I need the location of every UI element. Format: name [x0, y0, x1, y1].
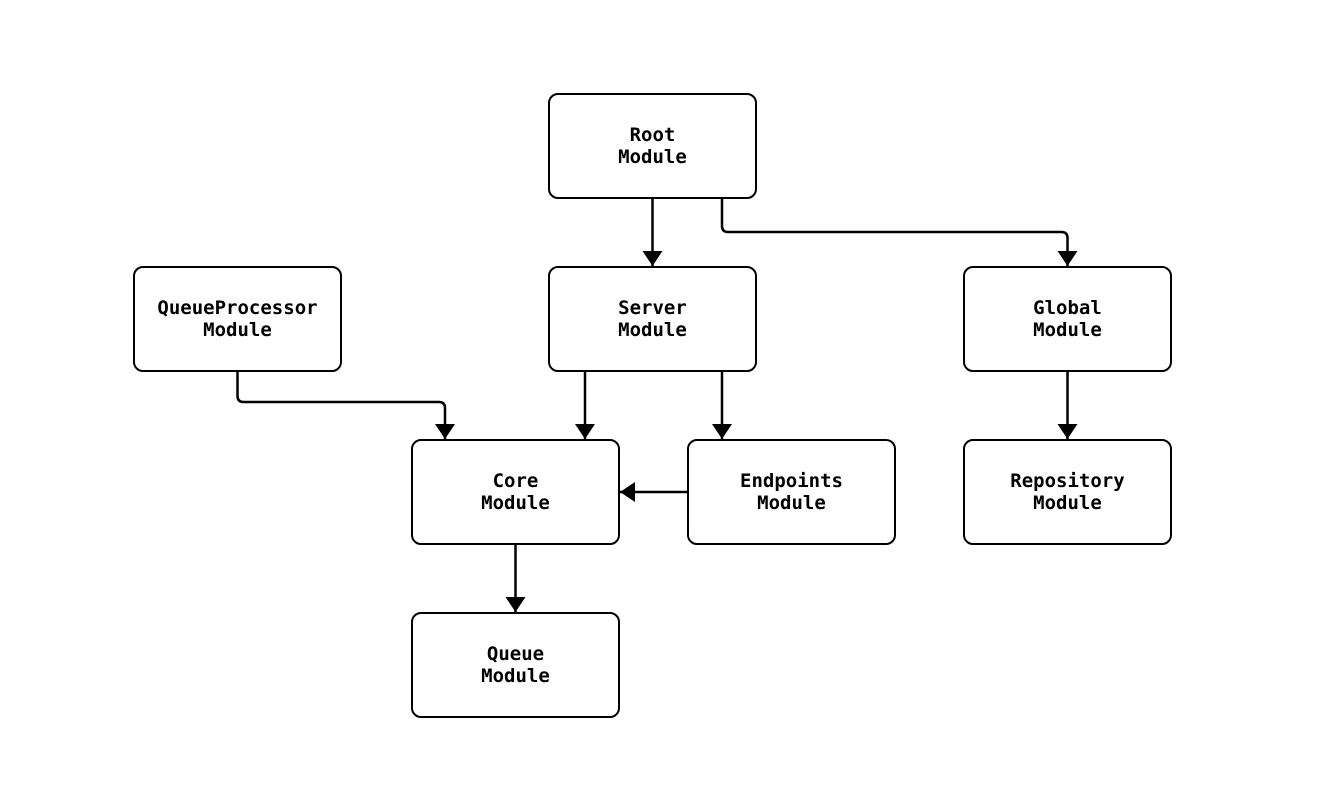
node-endpoints-module: Endpoints Module	[687, 439, 896, 545]
node-server-module: Server Module	[548, 266, 757, 372]
edge-root-to-global	[720, 199, 1078, 266]
node-root-module: Root Module	[548, 93, 757, 199]
node-global-module: Global Module	[963, 266, 1172, 372]
edge-queueprocessor-to-core	[236, 372, 455, 439]
node-repository-module: Repository Module	[963, 439, 1172, 545]
node-core-module: Core Module	[411, 439, 620, 545]
node-queue-module: Queue Module	[411, 612, 620, 718]
node-queueprocessor-module: QueueProcessor Module	[133, 266, 342, 372]
